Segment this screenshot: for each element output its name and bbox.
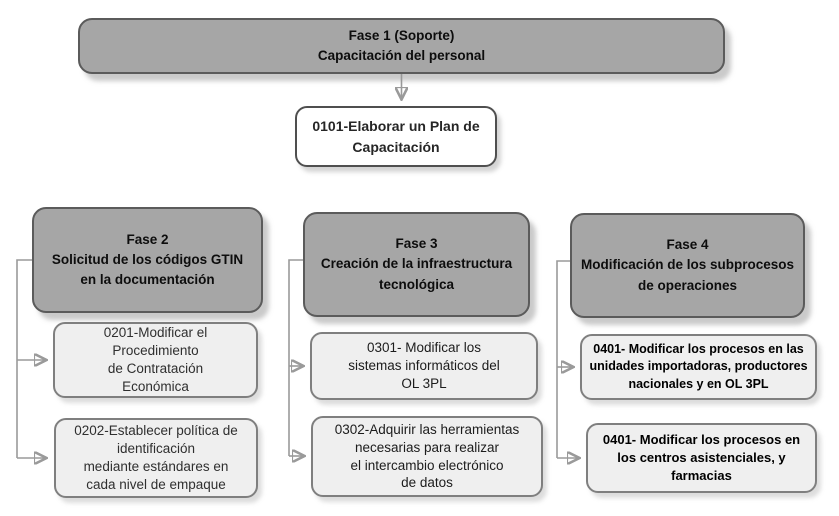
task-0202-box: 0202-Establecer política de identificaci…	[54, 418, 258, 498]
task-0401-asistenciales-box: 0401- Modificar los procesos en los cent…	[586, 423, 817, 493]
column3-bracket	[556, 260, 570, 458]
task-0302-box: 0302-Adquirir las herramientas necesaria…	[311, 416, 543, 497]
column1-bracket	[16, 259, 32, 458]
task-0201-box: 0201-Modificar el Procedimiento de Contr…	[53, 322, 258, 398]
task-0101-box: 0101-Elaborar un Plan de Capacitación	[295, 106, 497, 167]
phase1-header-box: Fase 1 (Soporte) Capacitación del person…	[78, 18, 725, 74]
task-0301-box: 0301- Modificar los sistemas informático…	[310, 332, 538, 400]
column2-bracket	[288, 259, 303, 456]
task-0401-importadoras-box: 0401- Modificar los procesos en las unid…	[580, 334, 817, 400]
phase2-header-box: Fase 2 Solicitud de los códigos GTIN en …	[32, 207, 263, 313]
phase3-header-box: Fase 3 Creación de la infraestructura te…	[303, 212, 530, 317]
phase4-header-box: Fase 4 Modificación de los subprocesos d…	[570, 213, 805, 318]
